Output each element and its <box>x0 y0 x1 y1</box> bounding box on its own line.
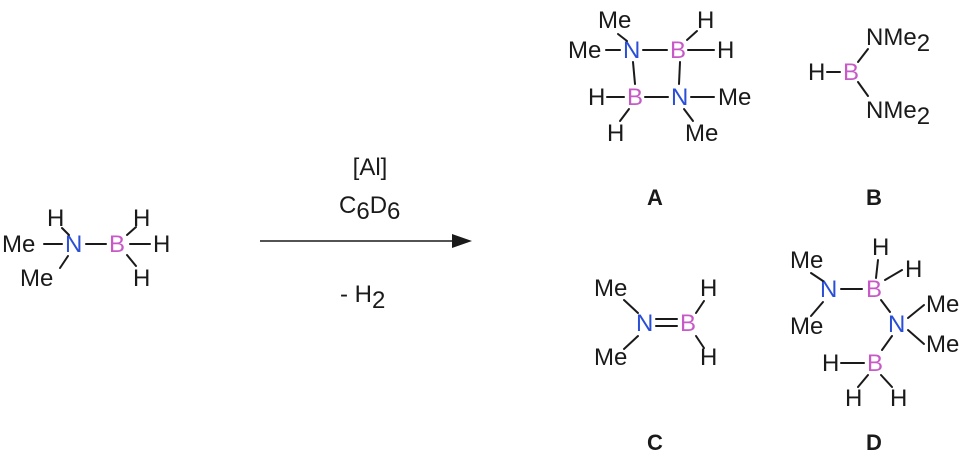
bond <box>619 108 630 122</box>
byproduct-label: - H2 <box>340 281 385 314</box>
atom-h: H <box>133 265 150 292</box>
bond <box>623 299 639 314</box>
atom-h: H <box>822 350 839 377</box>
bond <box>857 81 869 97</box>
atom-me: Me <box>926 331 959 358</box>
atom-h: H <box>697 7 714 34</box>
atom-h: H <box>872 234 889 261</box>
bond <box>907 304 925 319</box>
atom-h: H <box>588 84 605 111</box>
compound-label-b: B <box>866 185 882 210</box>
bond <box>810 301 824 317</box>
atom-h: H <box>133 205 150 232</box>
starting-material-amine-borane: H H Me N B H Me H <box>2 205 170 292</box>
atom-nme2: NMe2 <box>866 24 930 57</box>
atom-me: Me <box>594 275 627 302</box>
bond <box>880 299 891 313</box>
atom-n: N <box>820 276 837 303</box>
atom-h: H <box>717 37 734 64</box>
bond <box>126 226 137 236</box>
bond <box>59 255 69 269</box>
atom-me: Me <box>685 120 718 147</box>
atom-me: Me <box>718 84 751 111</box>
bond <box>61 227 70 236</box>
bond <box>880 374 893 388</box>
atom-b: B <box>670 37 686 64</box>
solvent-label: C6D6 <box>339 192 400 225</box>
atom-h: H <box>47 205 64 232</box>
atom-n: N <box>65 231 82 258</box>
atom-b: B <box>867 350 883 377</box>
atom-h: H <box>845 385 862 412</box>
atom-n: N <box>623 37 640 64</box>
bond <box>126 254 137 267</box>
reaction-arrow-group: [Al] C6D6 - H2 <box>260 154 472 314</box>
atom-nme2: NMe2 <box>866 97 930 130</box>
compound-label-d: D <box>866 430 882 455</box>
atom-h: H <box>153 231 170 258</box>
atom-h: H <box>890 385 907 412</box>
bond <box>686 30 698 41</box>
bond <box>857 48 869 63</box>
atom-h: H <box>607 120 624 147</box>
atom-me: Me <box>20 265 53 292</box>
product-c-aminoborane: Me H N B Me H C <box>594 275 717 455</box>
bond <box>632 61 636 85</box>
bond <box>695 300 705 314</box>
bond <box>875 259 879 279</box>
bond <box>623 335 639 350</box>
atom-me: Me <box>594 344 627 371</box>
atom-b: B <box>109 231 125 258</box>
bond <box>810 272 824 282</box>
compound-label-a: A <box>647 185 663 210</box>
atom-me: Me <box>790 247 823 274</box>
atom-h: H <box>700 275 717 302</box>
atom-n: N <box>671 84 688 111</box>
atom-me: Me <box>926 291 959 318</box>
bond <box>695 335 705 349</box>
atom-h: H <box>905 256 922 283</box>
atom-h: H <box>808 59 825 86</box>
catalyst-label: [Al] <box>353 154 388 181</box>
product-d-linear-diborazane: Me H H N B Me Me N Me H B H H D <box>790 234 959 455</box>
atom-b: B <box>627 84 643 111</box>
compound-label-c: C <box>647 430 663 455</box>
atom-me: Me <box>568 37 601 64</box>
product-b-bis-aminoborane: NMe2 H B NMe2 B <box>808 24 930 210</box>
bond <box>884 269 903 281</box>
atom-me: Me <box>598 7 631 34</box>
atom-b: B <box>866 276 882 303</box>
product-a-cyclodiborazane: Me H Me N B H H B N Me H Me A <box>568 7 751 210</box>
bond <box>678 61 681 85</box>
arrow-head <box>452 234 472 248</box>
bond <box>683 108 694 122</box>
bond <box>857 374 869 388</box>
bond <box>907 329 925 345</box>
bond <box>881 335 893 351</box>
atom-h: H <box>700 344 717 371</box>
atom-me: Me <box>790 313 823 340</box>
atom-b: B <box>680 310 696 337</box>
atom-n: N <box>636 310 653 337</box>
atom-me: Me <box>2 231 35 258</box>
atom-n: N <box>888 311 905 338</box>
bond <box>617 33 628 42</box>
atom-b: B <box>843 59 859 86</box>
